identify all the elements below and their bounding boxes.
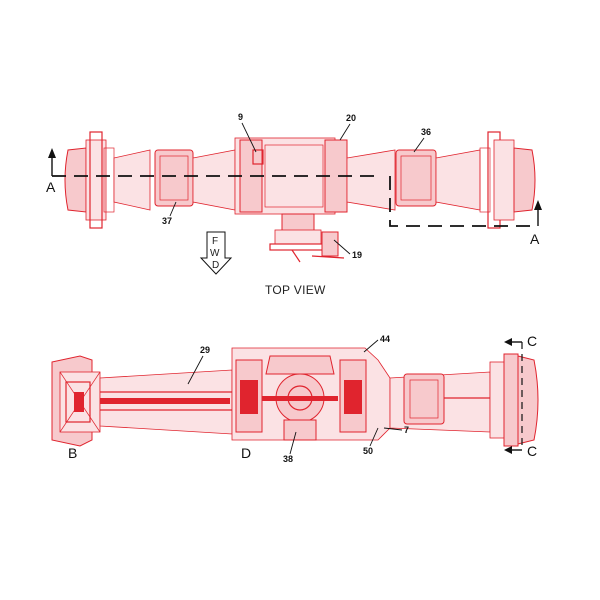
section-label-b: B — [68, 445, 77, 461]
forward-arrow-icon — [199, 231, 233, 275]
section-line-c — [504, 338, 523, 454]
section-label-c-bottom: C — [527, 443, 537, 459]
callout-29: 29 — [200, 345, 210, 355]
section-view-axle — [51, 347, 539, 447]
callout-36: 36 — [421, 127, 431, 137]
section-line-a — [48, 148, 542, 227]
fwd-letter-d: D — [212, 260, 219, 271]
callout-44: 44 — [380, 334, 390, 344]
callout-37: 37 — [162, 216, 172, 226]
callout-38: 38 — [283, 454, 293, 464]
callout-50: 50 — [363, 446, 373, 456]
callout-20: 20 — [346, 113, 356, 123]
callout-19: 19 — [352, 250, 362, 260]
callout-9: 9 — [238, 112, 243, 122]
fwd-letter-w: W — [210, 248, 220, 259]
top-view-axle — [64, 131, 536, 263]
fwd-letter-f: F — [212, 236, 218, 247]
section-label-a-left: A — [46, 179, 56, 195]
section-label-c-top: C — [527, 333, 537, 349]
section-label-a-right: A — [530, 231, 540, 247]
section-label-d: D — [241, 445, 251, 461]
top-view-label: TOP VIEW — [265, 283, 326, 297]
callout-7: 7 — [404, 425, 409, 435]
